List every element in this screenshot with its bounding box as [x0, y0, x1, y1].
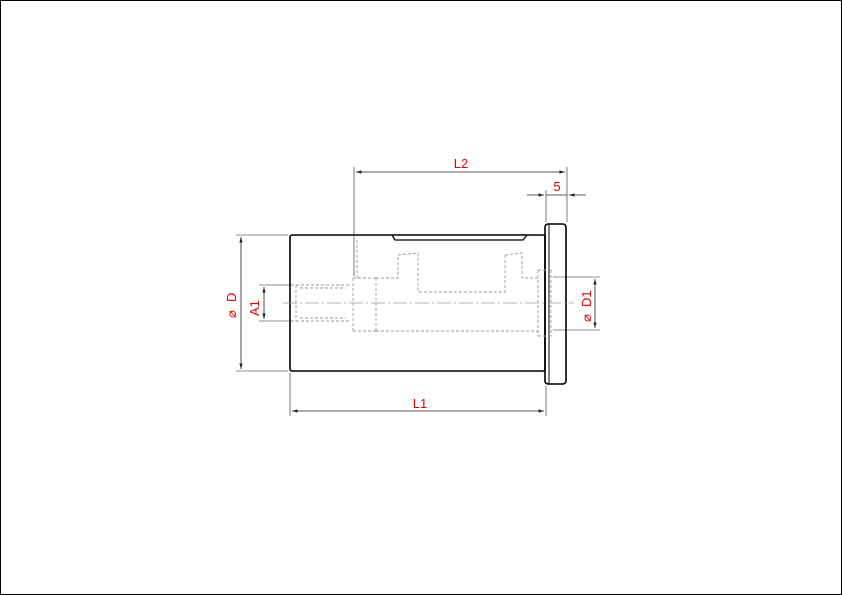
dim-label-d-symbol: ⌀	[224, 310, 239, 318]
dim-label-l1: L1	[413, 396, 427, 411]
dim-label-a1: A1	[247, 300, 262, 316]
dim-label-d: D	[224, 293, 239, 302]
part-outline	[289, 223, 567, 385]
dim-label-l2: L2	[454, 156, 468, 171]
neck-relief	[391, 234, 528, 241]
extension-lines	[236, 167, 600, 416]
dim-label-d1: D1	[579, 290, 594, 307]
dimension-labels: ⌀ D A1 ⌀ D1 L1 L2 5	[224, 156, 594, 411]
dim-label-d1-symbol: ⌀	[579, 314, 594, 322]
hidden-lines	[295, 240, 552, 337]
dimension-lines	[239, 170, 597, 413]
dim-label-flange-offset: 5	[553, 179, 560, 194]
flange-outline	[544, 223, 567, 385]
